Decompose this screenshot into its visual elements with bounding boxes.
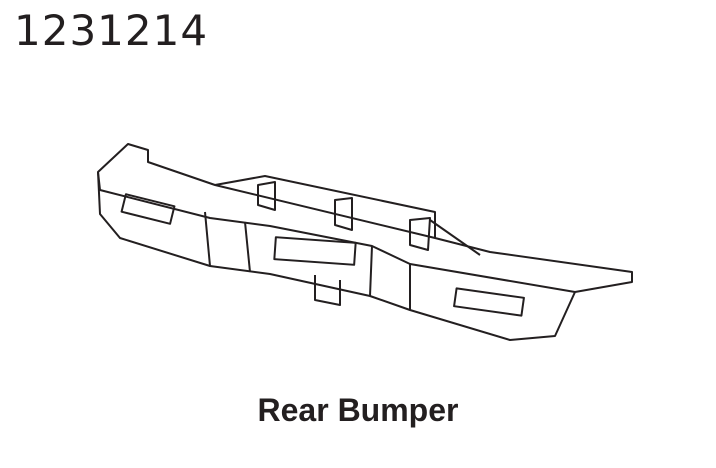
caption: Rear Bumper [257, 392, 459, 428]
part-number: 1231214 [14, 6, 209, 55]
